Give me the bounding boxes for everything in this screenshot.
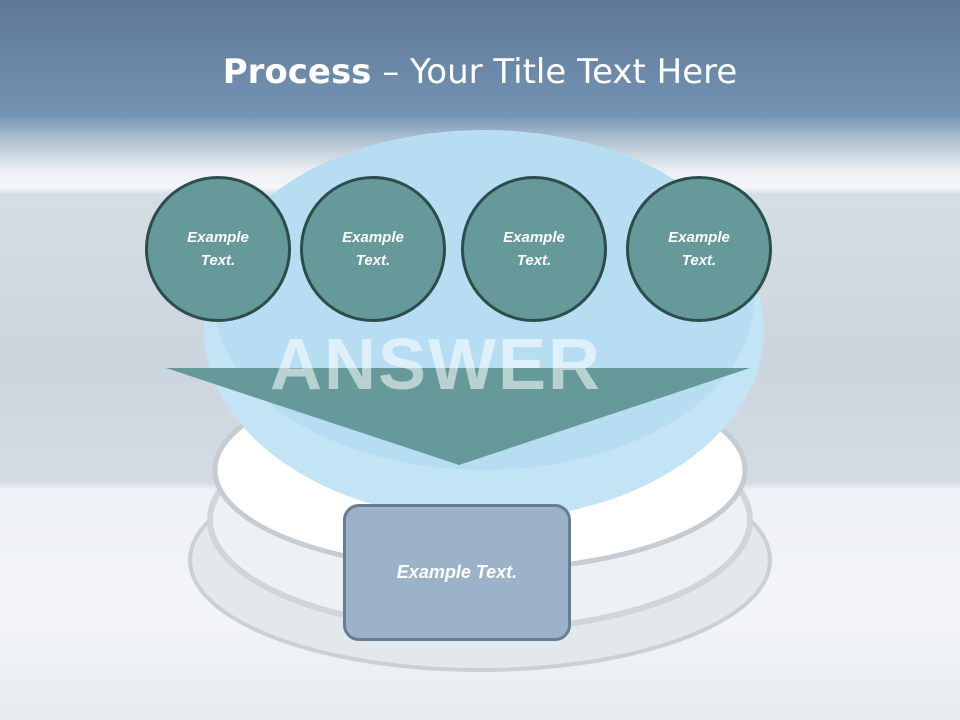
circle-text-line2: Text. xyxy=(200,252,236,269)
circle-text-line1: Example xyxy=(342,229,404,246)
title-bold: Process xyxy=(222,52,372,92)
circle-text-line2: Text. xyxy=(355,252,391,269)
circle-text-line1: Example xyxy=(187,229,249,246)
circle-text-line1: Example xyxy=(503,229,565,246)
page-title: Process – Your Title Text Here xyxy=(0,52,960,92)
circle-text-line2: Text. xyxy=(681,252,717,269)
result-box: Example Text. xyxy=(343,504,571,641)
title-rest: – Your Title Text Here xyxy=(371,52,738,92)
result-box-text: Example Text. xyxy=(396,562,518,582)
circle-text-line1: Example xyxy=(668,229,730,246)
background-word: ANSWER xyxy=(270,325,602,405)
circle-text-line2: Text. xyxy=(516,252,552,269)
